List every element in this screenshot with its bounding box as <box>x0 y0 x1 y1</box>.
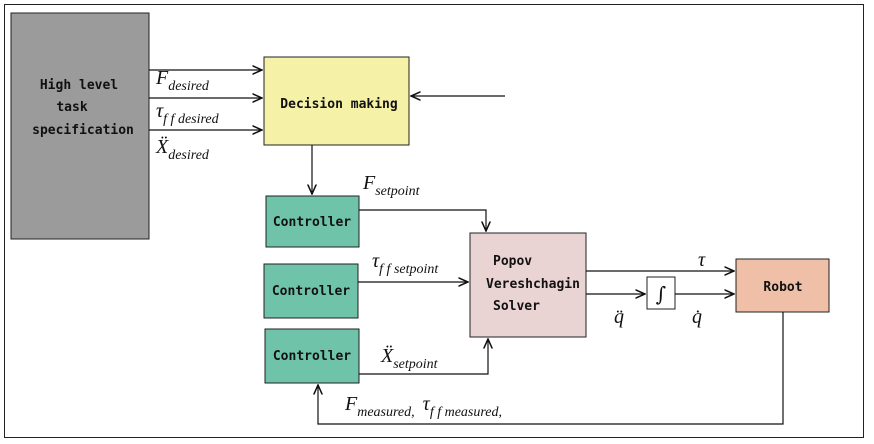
task-spec-line-1: High level <box>40 78 118 93</box>
solver-line-2: Vereshchagin <box>486 277 580 292</box>
force-controller-block: Controller <box>265 195 360 248</box>
integrator-block: ∫ <box>646 276 676 310</box>
acceleration-controller-block: Controller <box>264 328 360 384</box>
torque-controller-block: Controller <box>263 263 359 319</box>
acceleration-controller-label: Controller <box>273 349 351 364</box>
integral-symbol: ∫ <box>656 282 666 306</box>
popov-vereshchagin-solver-block: Popov Vereshchagin Solver <box>469 232 587 338</box>
task-spec-line-2: task <box>56 100 87 115</box>
xdd-setpoint-label: Ẍsetpoint <box>380 344 439 372</box>
robot-block: Robot <box>735 258 830 313</box>
f-desired-label: Fdesired <box>155 67 210 94</box>
feedback-arrow <box>318 312 784 425</box>
task-spec-line-3: specification <box>32 123 134 138</box>
decision-making-label: Decision making <box>280 97 397 112</box>
robot-label: Robot <box>763 280 802 295</box>
task-specification-block: High level task specification <box>10 12 150 240</box>
qdd-label: q̈ <box>614 306 624 328</box>
diagram-frame <box>4 4 864 438</box>
solver-line-3: Solver <box>493 299 540 314</box>
solver-line-1: Popov <box>493 254 532 269</box>
tau-ff-desired-label: τf f desired <box>156 100 220 127</box>
xdd-desired-label: Ẍdesired <box>155 135 210 163</box>
tau-label: τ <box>698 249 706 271</box>
f-setpoint-arrow <box>359 209 486 231</box>
xdd-setpoint-arrow <box>359 339 488 375</box>
f-setpoint-label: Fsetpoint <box>362 172 421 199</box>
tau-ff-setpoint-label: τf f setpoint <box>372 250 439 277</box>
decision-making-block: Decision making <box>263 56 410 146</box>
torque-controller-label: Controller <box>272 284 350 299</box>
feedback-label: Fmeasured,τf f measured, <box>344 393 502 420</box>
qd-label: q̇ <box>692 306 702 328</box>
force-controller-label: Controller <box>273 215 351 230</box>
